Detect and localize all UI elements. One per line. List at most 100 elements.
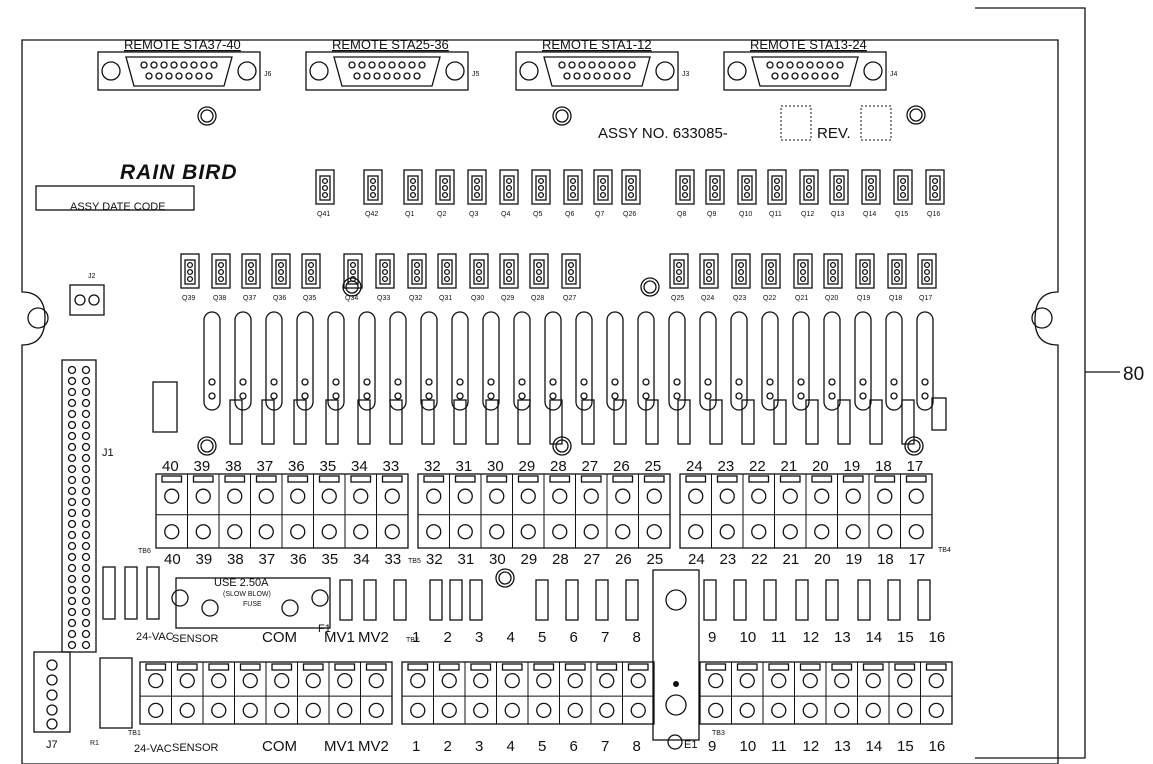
resistor (869, 399, 883, 445)
terminal-screw (337, 672, 353, 689)
terminal-screw (771, 702, 787, 719)
terminal-number-top: 20 (812, 458, 829, 475)
resistor (857, 579, 871, 621)
connector-screw (237, 61, 257, 81)
transistor-tab (473, 259, 485, 285)
terminal-number-bottom: 40 (164, 551, 181, 568)
transistor-lead (681, 177, 689, 185)
led-lead (828, 392, 836, 400)
transistor-lead (307, 261, 315, 269)
terminal-screw (489, 488, 505, 504)
transistor-label: Q4 (501, 211, 510, 218)
j1-pin (67, 453, 77, 463)
transistor-lead (475, 268, 483, 276)
connector-pin (796, 61, 804, 69)
transistor-lead (277, 275, 285, 283)
terminal-clip (501, 663, 523, 671)
connector-pin (588, 61, 596, 69)
transistor-lead (799, 261, 807, 269)
j1-pin (67, 409, 77, 419)
center-bus-bar (652, 569, 700, 741)
resistor (837, 399, 851, 445)
transistor-label: Q15 (895, 211, 908, 218)
connector-pin (190, 61, 198, 69)
terminal-screw (258, 524, 274, 540)
terminal-clip (842, 475, 864, 483)
transistor-lead (675, 268, 683, 276)
transistor-lead (867, 191, 875, 199)
connector-body (515, 51, 679, 91)
terminal-screw (504, 702, 520, 719)
terminal-number-bottom: 17 (909, 551, 926, 568)
terminal-screw (688, 524, 704, 540)
terminal-number-bottom: 23 (720, 551, 737, 568)
transistor-lead (737, 275, 745, 283)
transistor-lead (475, 261, 483, 269)
transistor-body (435, 169, 455, 205)
terminal-screw (195, 524, 211, 540)
transistor-label: Q34 (345, 295, 358, 302)
led-lead (797, 378, 805, 386)
terminal-screw (845, 524, 861, 540)
connector-shell (543, 56, 651, 87)
connector-pin (140, 61, 148, 69)
led-lead (363, 392, 371, 400)
connector-pin (791, 72, 799, 80)
transistor-lead (381, 275, 389, 283)
terminal-clip (905, 475, 927, 483)
transistor-tab (827, 259, 839, 285)
terminal-screw (242, 672, 258, 689)
j7-connector (33, 651, 71, 733)
terminal-screw (782, 524, 798, 540)
terminal-screw (337, 702, 353, 719)
transistor-body (823, 253, 843, 289)
transistor-body (469, 253, 489, 289)
transistor-lead (349, 268, 357, 276)
j1-pin (67, 607, 77, 617)
transistor-label: Q21 (795, 295, 808, 302)
transistor-lead (473, 177, 481, 185)
terminal-clip (799, 663, 821, 671)
terminal-screw (211, 672, 227, 689)
transistor-body (241, 253, 261, 289)
connector-pin (348, 61, 356, 69)
terminal-number-top: 18 (875, 458, 892, 475)
station-number-bottom: 6 (570, 738, 578, 755)
j1-pin (67, 585, 77, 595)
led-lead (239, 392, 247, 400)
terminal-number-bottom: 28 (552, 551, 569, 568)
transistor-lead (923, 261, 931, 269)
transistor-tab (565, 259, 577, 285)
transistor-lead (773, 191, 781, 199)
connector-pin (388, 61, 396, 69)
led-lead (549, 378, 557, 386)
transistor-body (737, 169, 757, 205)
transistor-body (563, 169, 583, 205)
connector-pin (831, 72, 839, 80)
transistor-label: Q16 (927, 211, 940, 218)
terminal-screw (567, 702, 583, 719)
terminal-clip (564, 663, 586, 671)
station-number-top: 5 (538, 629, 546, 646)
transistor-lead (773, 184, 781, 192)
terminal-screw (719, 524, 735, 540)
terminal-screw (802, 702, 818, 719)
connector-pin (378, 61, 386, 69)
connector-pin (408, 61, 416, 69)
transistor-body (917, 253, 937, 289)
terminal-screw (489, 524, 505, 540)
terminal-screw (751, 488, 767, 504)
transistor-label: Q23 (733, 295, 746, 302)
station-number-bottom: 14 (866, 738, 883, 755)
connector-pin (568, 61, 576, 69)
transistor-lead (861, 268, 869, 276)
transistor-label: Q6 (565, 211, 574, 218)
transistor-lead (505, 191, 513, 199)
transistor-tab (215, 259, 227, 285)
terminal-screw (426, 524, 442, 540)
terminal-clip (862, 663, 884, 671)
j1-pin (81, 607, 91, 617)
terminal-screw (504, 672, 520, 689)
